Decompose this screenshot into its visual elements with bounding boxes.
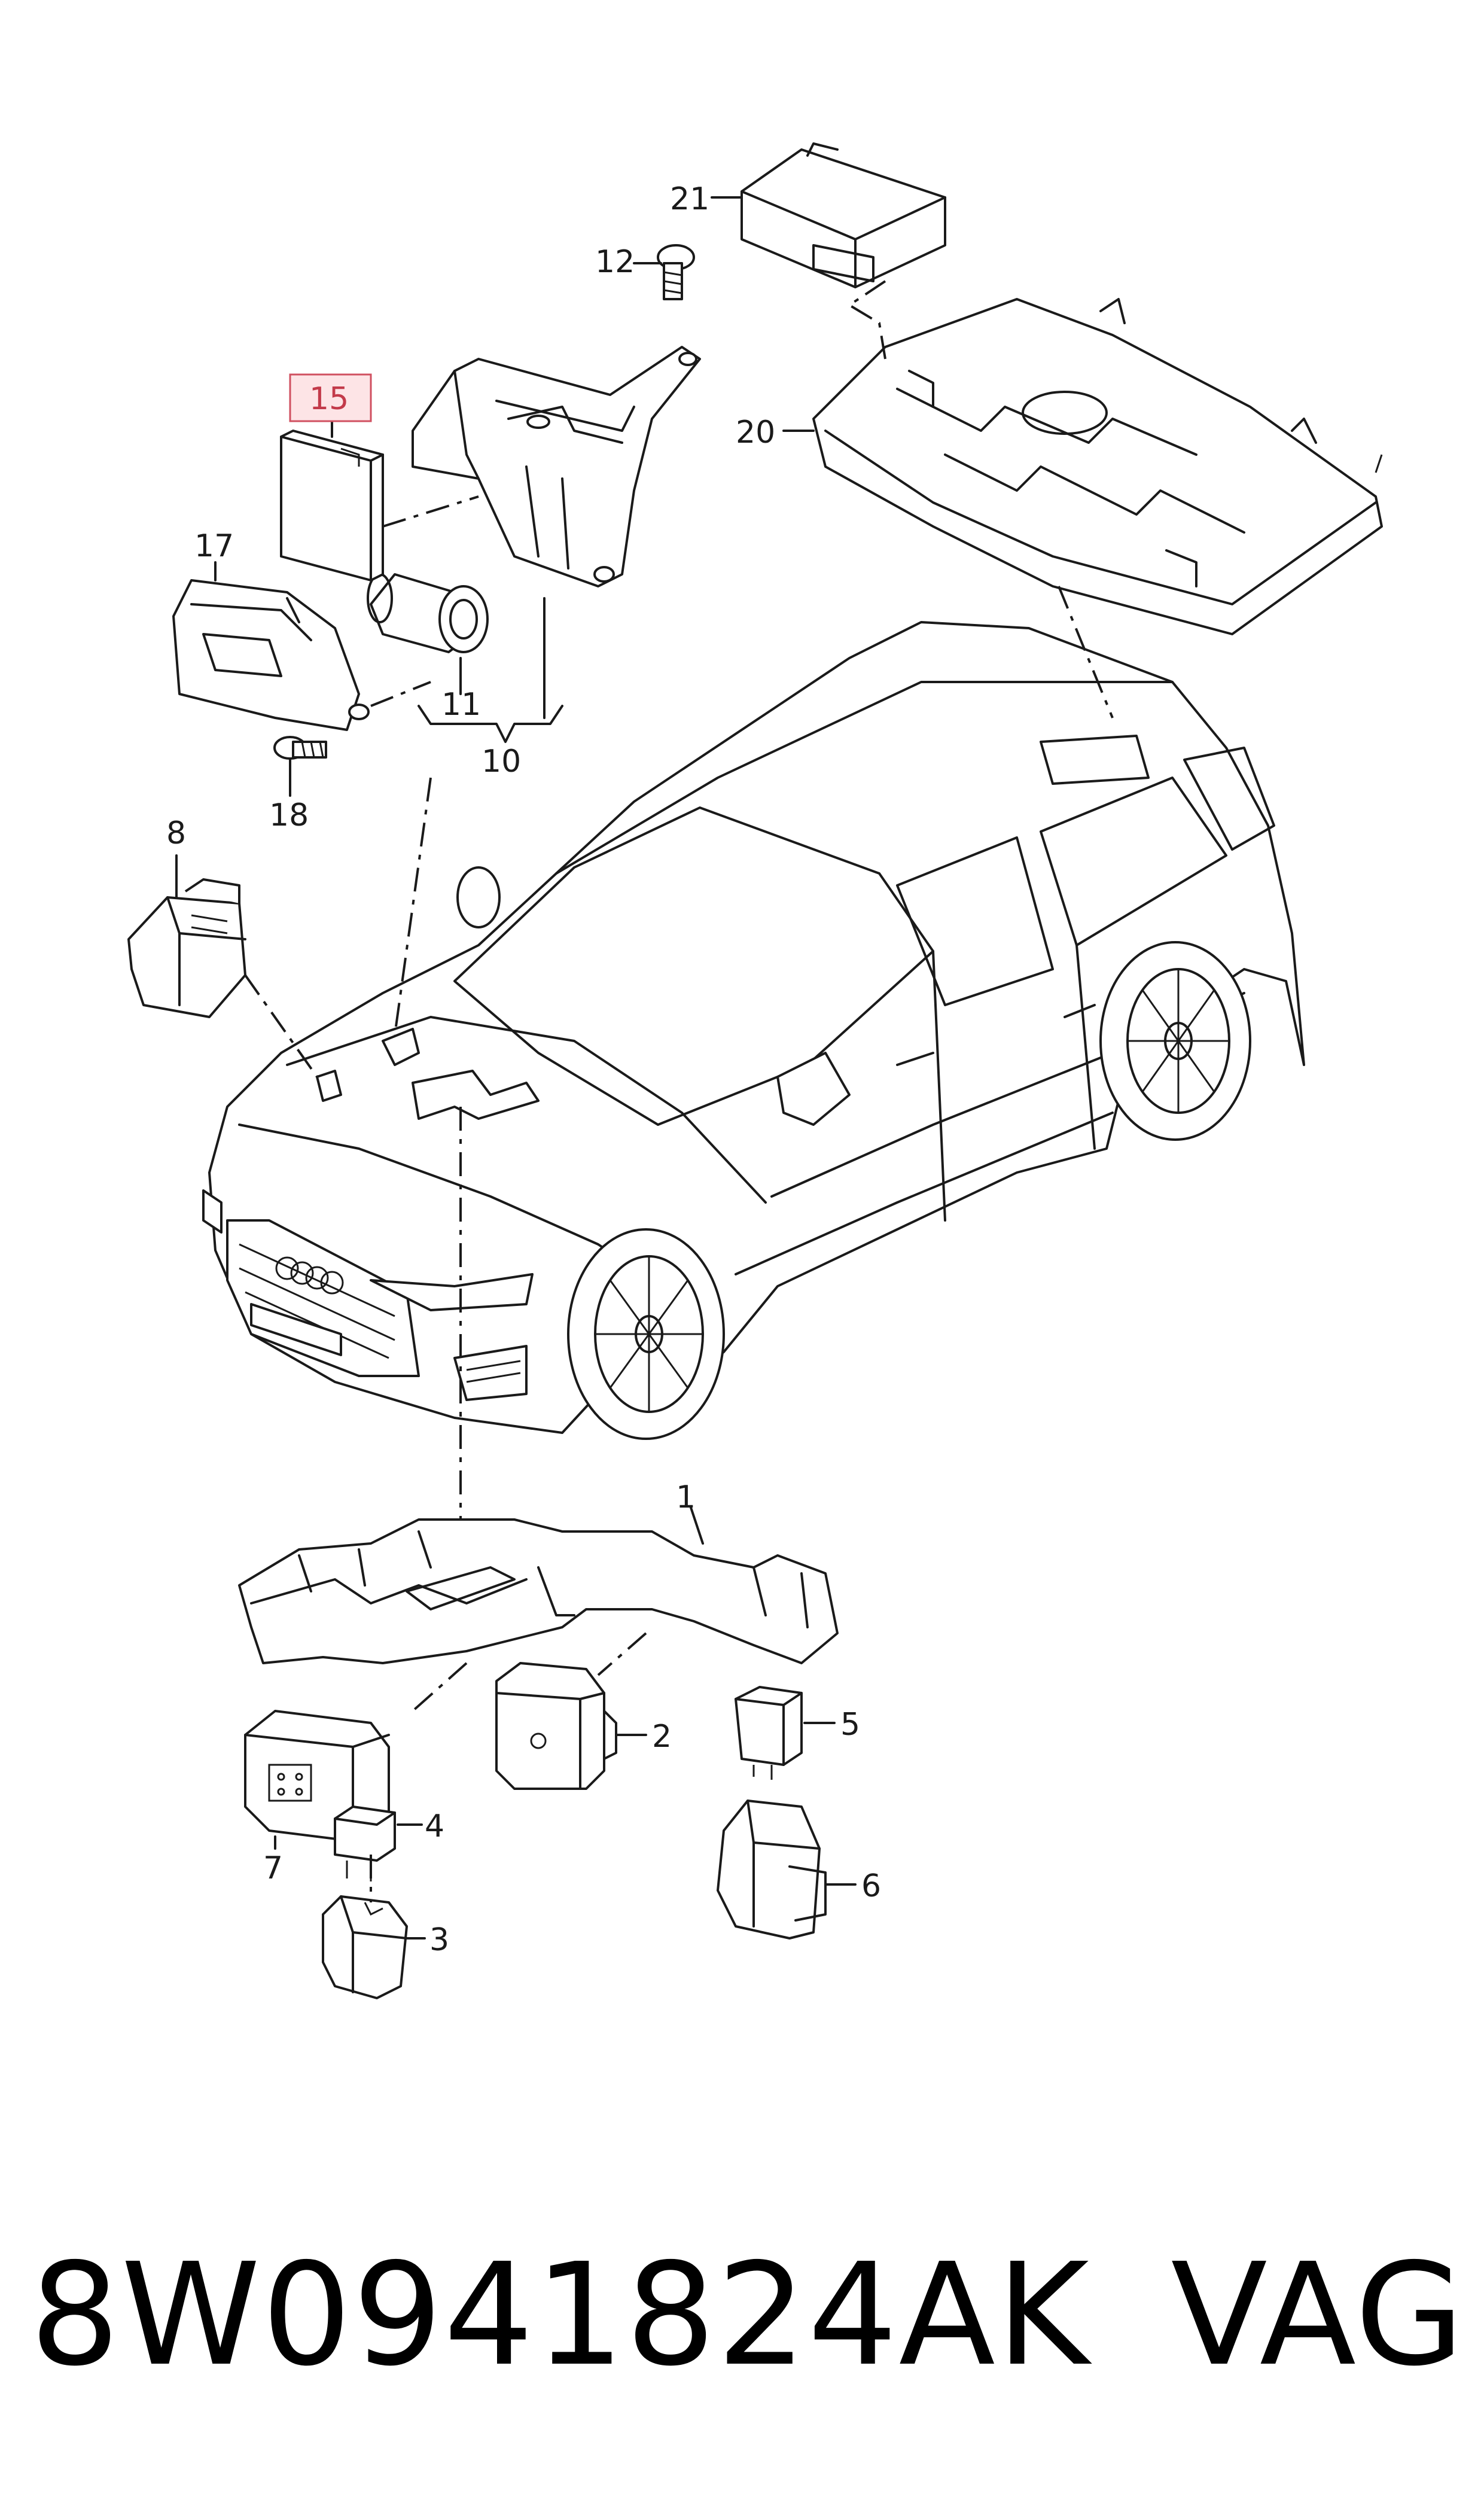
part-8-sensor <box>127 878 246 1018</box>
callout-2: 2 <box>652 1719 672 1755</box>
callout-1: 1 <box>676 1479 696 1515</box>
part-11-cylinder <box>367 573 489 653</box>
part-15-cover <box>280 430 384 581</box>
callout-8: 8 <box>166 815 186 851</box>
callout-6: 6 <box>861 1868 881 1904</box>
part-17-module <box>172 579 370 731</box>
part-12-screw <box>657 244 695 300</box>
part-number-caption: 8W0941824AK VAG <box>30 2237 1465 2393</box>
part-20-tray <box>812 298 1383 635</box>
callout-17: 17 <box>194 528 234 564</box>
part-3-holder <box>322 1895 408 1999</box>
callout-5: 5 <box>840 1707 860 1743</box>
part-number: 8W0941824AK <box>30 2233 1090 2397</box>
callout-21: 21 <box>670 181 709 217</box>
callout-18: 18 <box>269 797 309 833</box>
callout-3: 3 <box>429 1922 449 1958</box>
part-2-relay <box>495 1662 617 1790</box>
part-18-screw <box>273 736 327 760</box>
part-10-bracket <box>412 346 701 587</box>
car-illustration <box>202 621 1305 1440</box>
callout-11: 11 <box>441 687 481 723</box>
callout-labels: 21 12 20 15 17 11 10 18 8 1 2 5 7 4 6 3 <box>166 181 881 1958</box>
part-21-control-unit <box>741 142 946 288</box>
callout-15: 15 <box>309 381 349 417</box>
brand-label: VAG <box>1171 2233 1465 2397</box>
leader-lines <box>175 196 1383 1940</box>
part-6-connector <box>717 1800 827 1940</box>
part-5-relay <box>735 1686 803 1780</box>
callout-10: 10 <box>482 744 521 780</box>
callout-7: 7 <box>263 1850 283 1886</box>
callout-12: 12 <box>595 244 635 280</box>
part-4-fuse <box>334 1805 396 1881</box>
part-1-carrier <box>238 1518 839 1664</box>
callout-20: 20 <box>736 415 775 450</box>
highlight-box-15 <box>289 373 372 422</box>
callout-4: 4 <box>425 1808 444 1844</box>
